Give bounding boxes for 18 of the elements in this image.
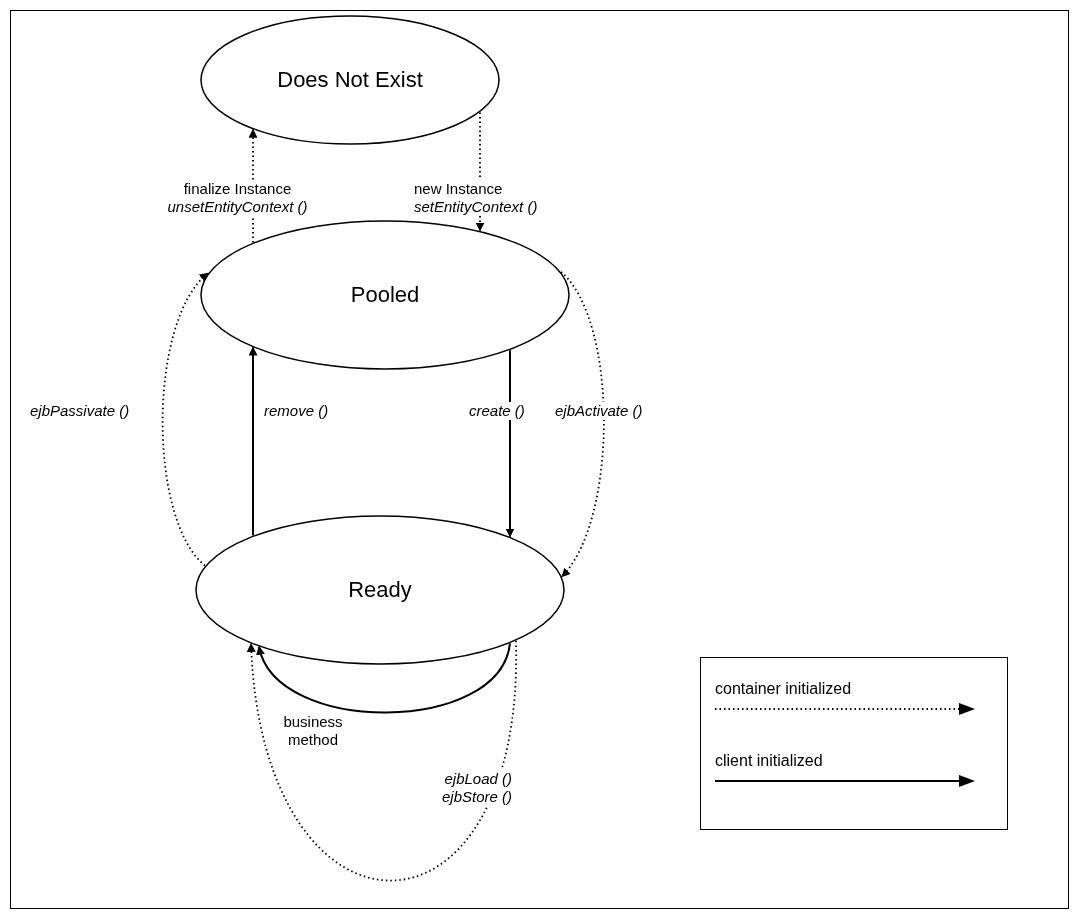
- legend-label: container initialized: [715, 680, 852, 698]
- state-ellipse: [200, 220, 570, 370]
- dotted-arrow: [560, 271, 605, 578]
- dotted-arrow: [247, 639, 517, 882]
- state-ellipse: [195, 515, 565, 665]
- arrow: [505, 349, 515, 538]
- arrow: [248, 346, 258, 537]
- arrow: [257, 642, 511, 714]
- dotted-arrow: [161, 272, 209, 567]
- state-ellipse: [200, 15, 500, 145]
- edge-label: remove (): [262, 402, 331, 420]
- edge-label: create (): [467, 402, 527, 420]
- state-name: Pooled: [350, 282, 420, 307]
- edge-label: ejbActivate (): [553, 402, 645, 420]
- edge-label: ejbPassivate (): [28, 402, 132, 420]
- state-name: Ready: [348, 577, 412, 602]
- legend-label: client initialized: [715, 752, 823, 770]
- state-name: Does Not Exist: [277, 67, 423, 92]
